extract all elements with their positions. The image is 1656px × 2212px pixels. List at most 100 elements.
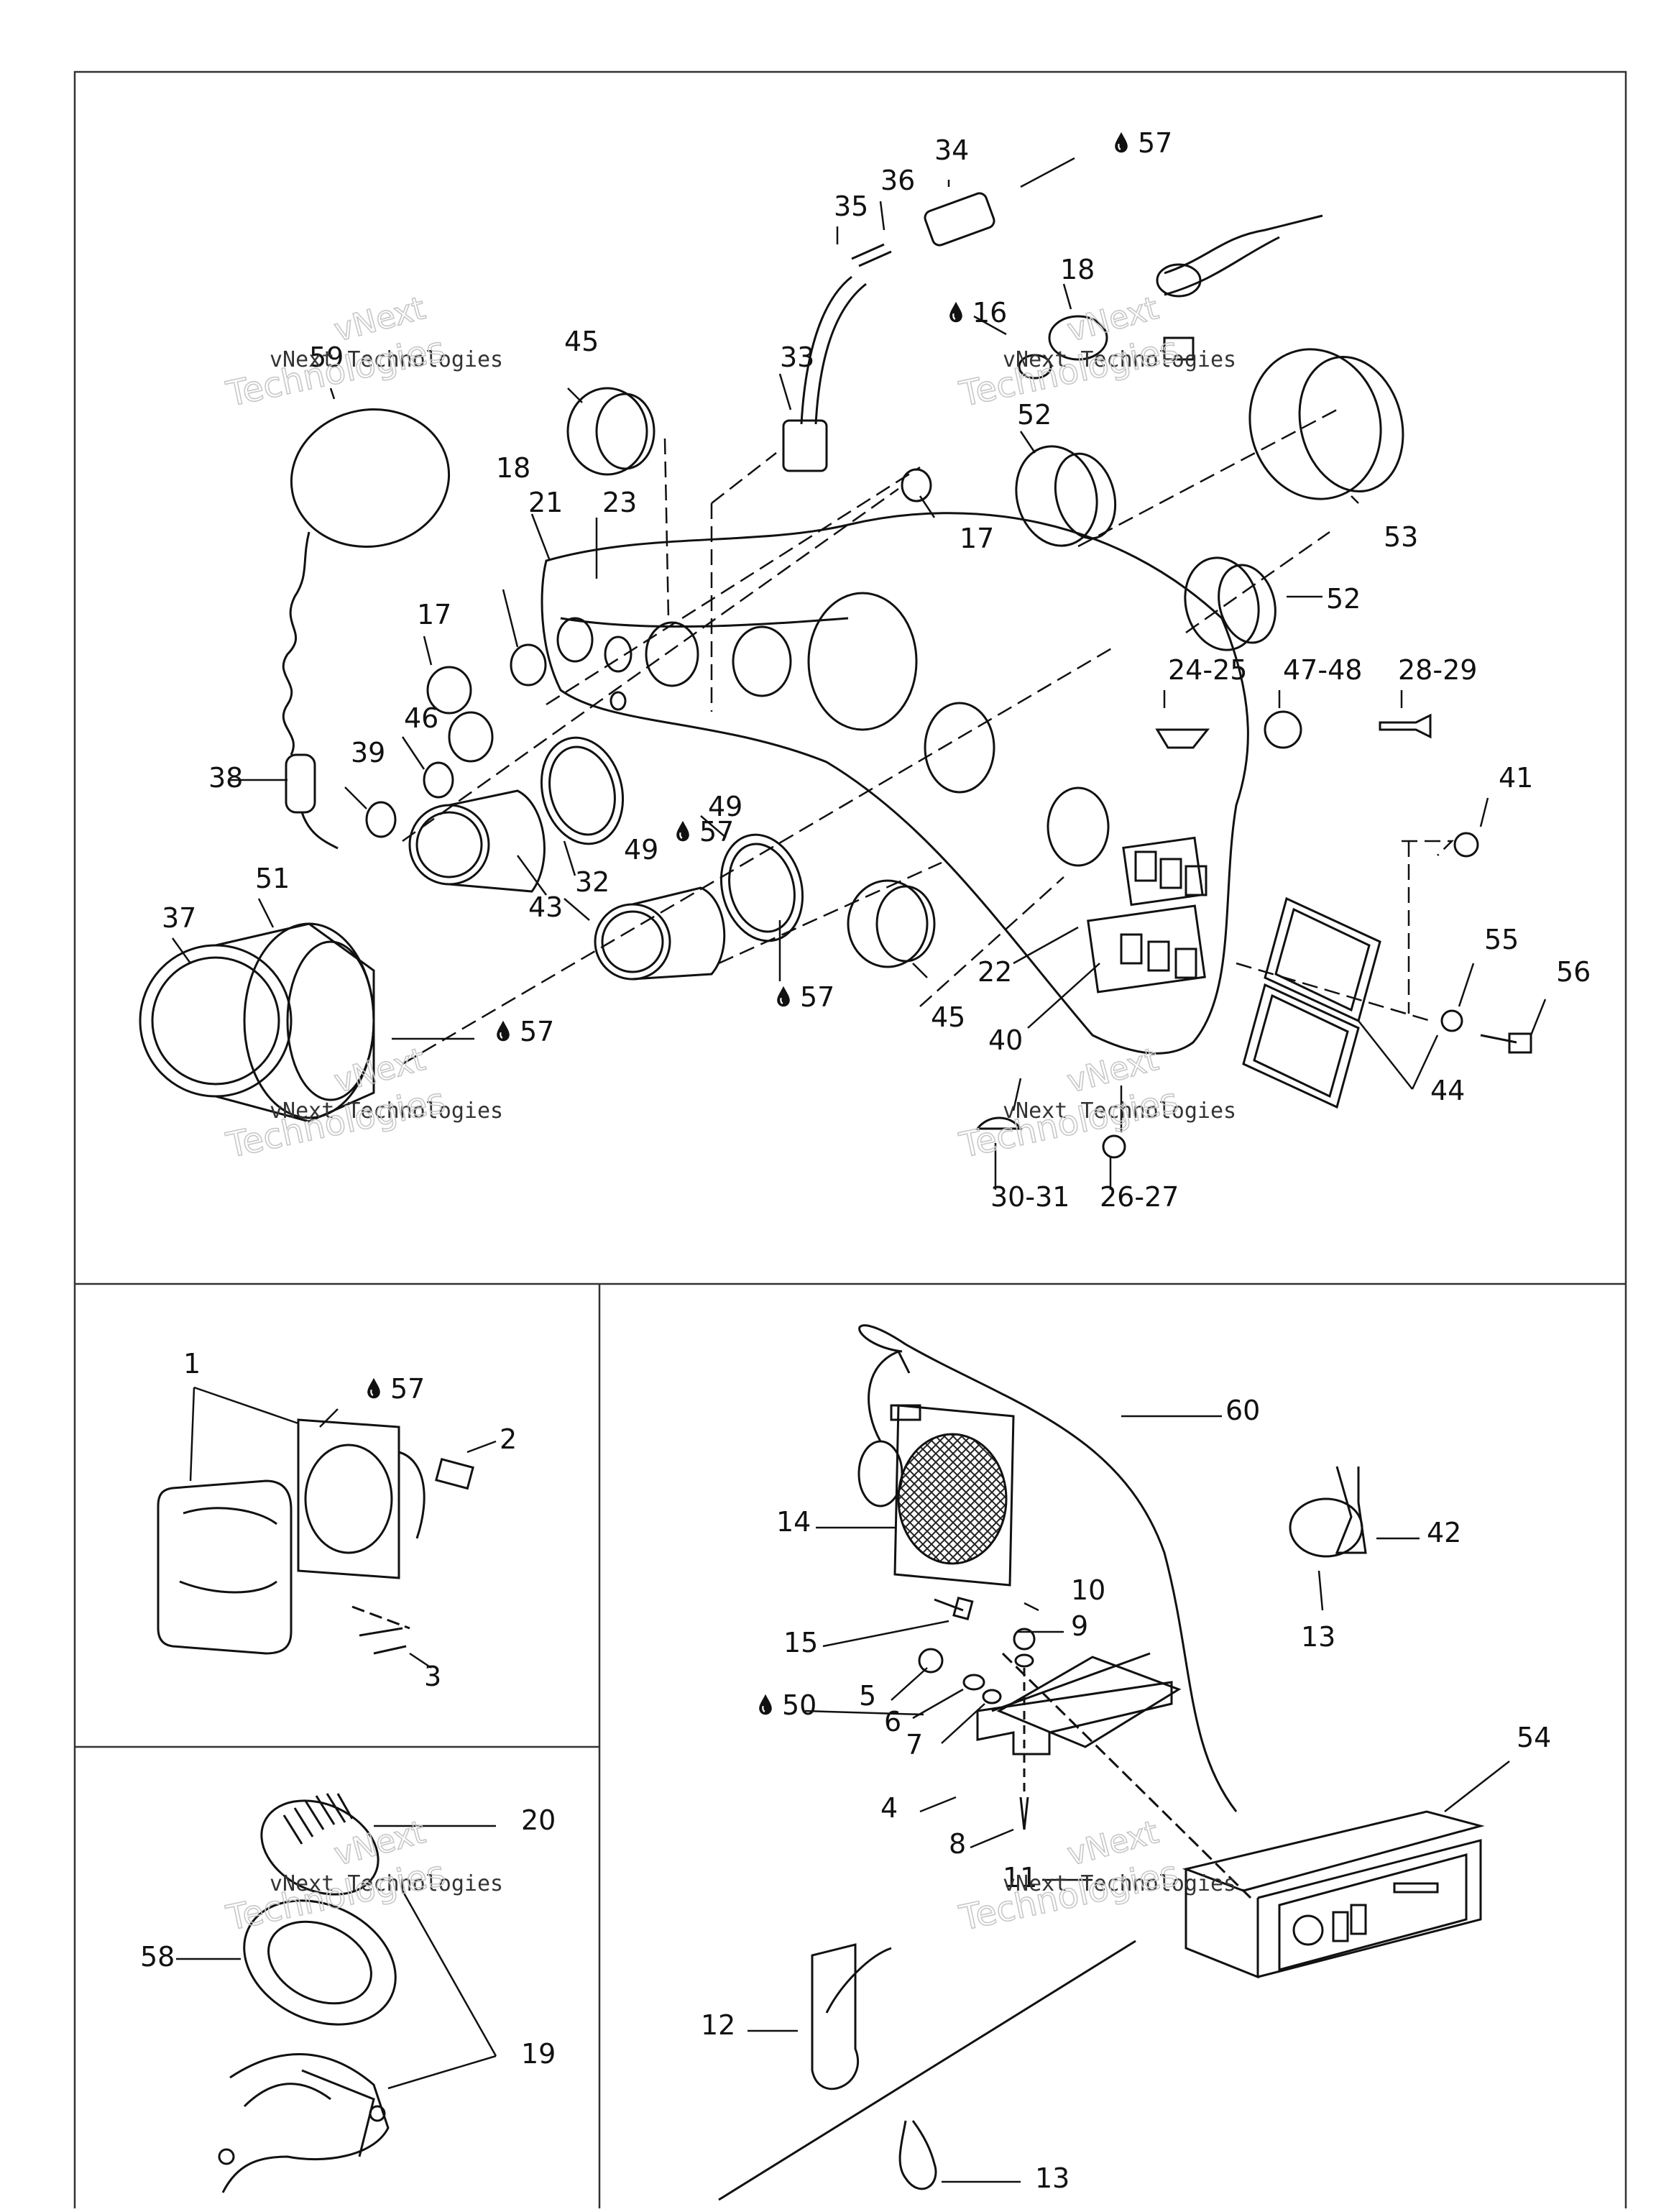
oil-drop-icon [776,985,791,1008]
callout-label: 38 [208,762,243,794]
callout-label: 21 [528,487,563,518]
callout-label: 53 [1384,521,1418,553]
callout-label: 24-25 [1168,654,1247,686]
watermark-line2: vNext Technologies [1003,1871,1236,1896]
callout-label: 45 [931,1001,965,1033]
cover-1 [157,1479,293,1655]
watermark-line3: Technologies [956,1080,1182,1166]
callout-label: 26-27 [1100,1181,1179,1213]
callout-label: 8 [949,1828,966,1860]
watermark-line3: Technologies [223,1080,448,1166]
callout-label: 9 [1071,1610,1088,1642]
watermark-line2: vNext Technologies [1003,347,1236,372]
oil-drop-icon [676,820,690,843]
watermark-line2: vNext Technologies [270,347,503,372]
top-leader-lines [171,157,1547,1190]
callout-label: 17 [960,523,994,554]
callout-label: 15 [783,1627,818,1658]
callout-label: 4 [880,1792,898,1824]
lanyard-loop [290,408,451,548]
callout-label: 57 [520,1016,554,1047]
callout-label: 57 [699,816,734,848]
callout-label: 23 [602,487,637,518]
callout-label: 57 [800,981,834,1013]
callout-label: 14 [776,1506,811,1538]
callout-label: 57 [1138,127,1172,159]
oil-drop-icon [496,1019,510,1042]
watermark-line2: vNext Technologies [1003,1098,1236,1124]
callout-label: 11 [1003,1862,1037,1894]
callout-label: 3 [424,1661,441,1692]
br-leaders [748,1415,1510,2183]
watermark-line3: Technologies [956,1853,1182,1939]
callout-label: 54 [1517,1722,1551,1753]
callouts-bl-lower: 20 58 19 [140,1804,556,2070]
callout-label: 59 [309,341,344,373]
callouts-bl-upper: 1 57 2 3 [183,1348,517,1692]
callout-label: 10 [1071,1574,1105,1606]
callout-label: 1 [183,1348,201,1380]
callout-label: 60 [1225,1395,1260,1426]
callout-label: 52 [1017,399,1052,431]
bl-upper-leaders [189,1386,497,1669]
callout-label: 33 [780,341,814,373]
callout-label: 43 [528,891,563,923]
watermark-line2: vNext Technologies [270,1098,503,1124]
top-panel-drawing [139,192,1532,1159]
callout-label: 40 [988,1024,1023,1056]
callout-label: 34 [934,134,969,166]
callout-label: 52 [1326,583,1361,615]
callout-label: 47-48 [1283,654,1362,686]
callout-label: 35 [834,191,868,222]
callout-label: 18 [496,452,530,484]
oil-drop-icon [758,1693,773,1716]
watermark-line3: Technologies [223,1853,448,1939]
callout-label: 5 [859,1680,876,1712]
oil-drop-icon [367,1377,381,1400]
callout-label: 16 [972,297,1007,329]
callout-label: 19 [521,2038,556,2070]
callout-label: 50 [782,1689,816,1721]
oil-drop-icon [949,300,963,323]
oil-drop-icon [1114,131,1128,154]
callout-label: 49 [624,834,658,866]
callout-label: 32 [575,866,610,898]
callout-label: 45 [564,326,599,357]
callout-label: 58 [140,1941,175,1973]
callout-label: 2 [500,1423,517,1455]
callout-label: 57 [390,1373,425,1405]
panel-frames [73,70,1627,2212]
callout-label: 18 [1060,254,1095,285]
callout-label: 46 [404,702,438,734]
callout-label: 55 [1484,924,1519,955]
gauge-37 [139,944,293,1098]
callout-label: 13 [1301,1621,1335,1653]
callout-label: 13 [1035,2162,1070,2194]
callout-label: 49 [708,791,742,822]
dash-panel [540,512,1249,1055]
watermark-line2: vNext Technologies [270,1871,503,1896]
callout-label: 44 [1430,1075,1465,1106]
callout-label: 12 [701,2009,735,2041]
bl-lower-leaders [176,1825,497,2090]
bl-upper-drawing [157,1418,474,1655]
callout-label: 41 [1499,762,1533,794]
callout-label: 56 [1556,956,1591,988]
callout-label: 51 [255,863,290,894]
callout-label: 20 [521,1804,556,1836]
callout-label: 37 [162,902,196,934]
callout-label: 36 [880,165,915,196]
callout-label: 30-31 [990,1181,1070,1213]
callout-label: 6 [884,1706,901,1738]
callout-label: 28-29 [1398,654,1477,686]
watermark-line3: Technologies [956,329,1182,415]
callout-label: 7 [906,1729,923,1761]
